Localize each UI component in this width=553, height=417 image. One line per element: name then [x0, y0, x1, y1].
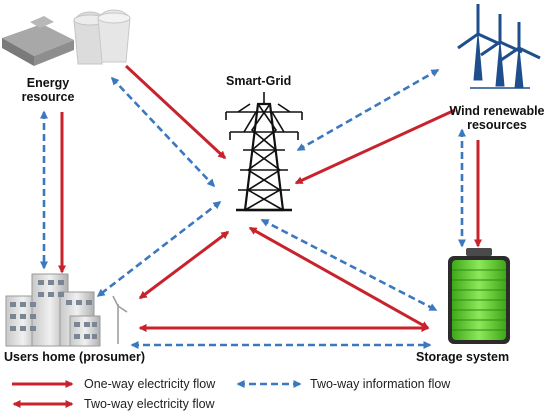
legend-two-way-label: Two-way electricity flow	[84, 397, 215, 411]
arrow-wind-grid-info	[296, 68, 440, 152]
arrow-grid-storage-info	[260, 218, 438, 312]
label-storage-system: Storage system	[416, 350, 510, 364]
arrow-wind-to-grid	[294, 108, 456, 185]
label-users-home: Users home (prosumer)	[4, 350, 146, 364]
label-smart-grid: Smart-Grid	[226, 74, 292, 88]
wind-turbines-icon	[457, 4, 541, 89]
legend-one-way-label: One-way electricity flow	[84, 377, 216, 391]
label-wind-resources: Wind renewable resources	[449, 104, 545, 132]
arrow-grid-home-info	[96, 200, 222, 298]
power-plant-icon	[2, 9, 131, 66]
arrow-energy-grid-info	[110, 76, 216, 188]
buildings-icon	[5, 273, 128, 347]
transmission-tower-icon	[225, 92, 303, 212]
label-energy-resource: Energy resource	[21, 76, 75, 104]
legend-info-label: Two-way information flow	[310, 377, 451, 391]
arrow-grid-home-electricity	[138, 230, 230, 300]
arrow-grid-storage-electricity	[248, 226, 430, 330]
battery-icon	[448, 248, 510, 344]
